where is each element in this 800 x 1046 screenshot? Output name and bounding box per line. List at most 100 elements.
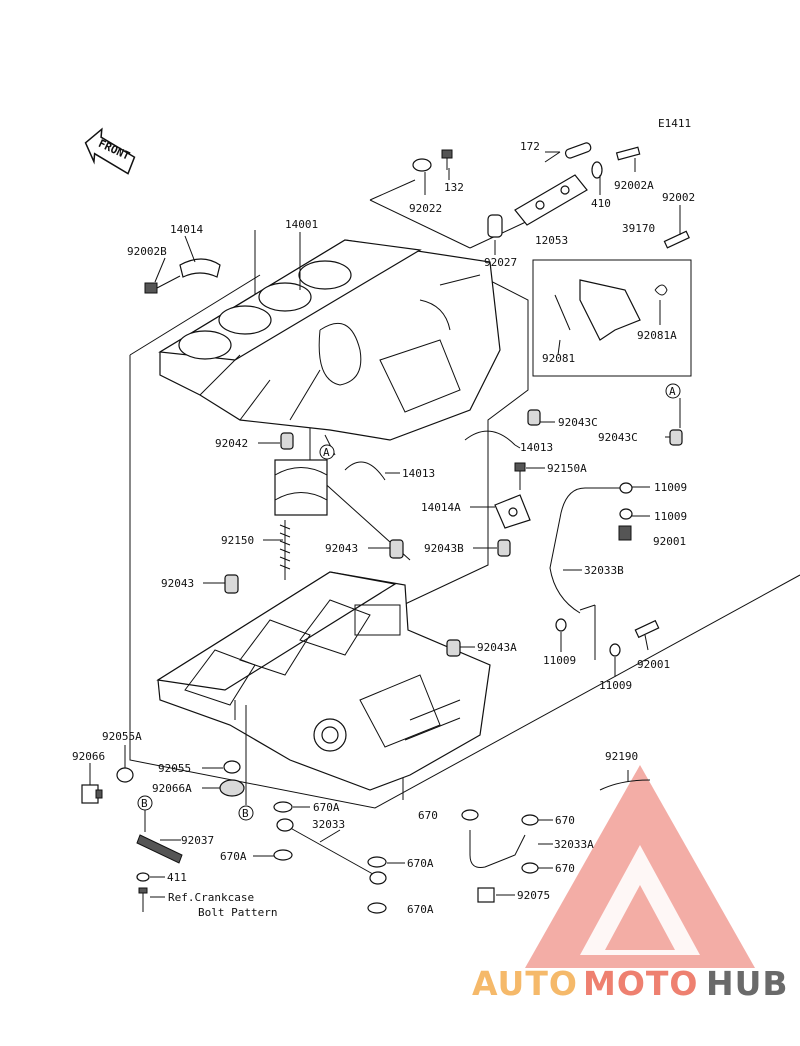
wordmark-hub: HUB — [706, 964, 789, 1003]
plug-92066 — [81, 784, 103, 804]
front-arrow-icon: FRONT — [84, 127, 136, 175]
label-14013-right: 14013 — [520, 441, 553, 454]
dowel-92043A — [446, 639, 461, 657]
label-39170: 39170 — [622, 222, 655, 235]
bolt-ref — [138, 887, 148, 912]
label-14001: 14001 — [285, 218, 318, 231]
label-92043C-a: 92043C — [558, 416, 598, 429]
label-92002A: 92002A — [614, 179, 654, 192]
tensioner-box-39170 — [532, 259, 692, 377]
callout-a-left: A — [319, 444, 335, 460]
clamp-92075 — [477, 887, 495, 903]
oring-670A-d — [367, 902, 387, 914]
label-12053: 12053 — [535, 234, 568, 247]
label-92037: 92037 — [181, 834, 214, 847]
bolt-92150A — [514, 462, 526, 490]
label-670-right-b: 670 — [555, 862, 575, 875]
label-92002: 92002 — [662, 191, 695, 204]
ref-note-line2: Bolt Pattern — [198, 906, 277, 919]
label-670-right-a: 670 — [555, 814, 575, 827]
label-11009-a: 11009 — [654, 481, 687, 494]
label-132: 132 — [444, 181, 464, 194]
hose-92190 — [599, 779, 651, 791]
label-92081A: 92081A — [637, 329, 677, 342]
bearing-insert-block — [274, 459, 328, 516]
bolt-92002 — [663, 230, 690, 249]
oil-pipe-32033 — [276, 818, 387, 885]
bolt-92001-a — [618, 525, 632, 541]
oring-670A-c — [367, 856, 387, 868]
label-92002B: 92002B — [127, 245, 167, 258]
callout-a-left-label: A — [323, 446, 330, 459]
callout-b-left-label: B — [141, 797, 148, 810]
washer-11009-c — [555, 618, 567, 632]
label-92190: 92190 — [605, 750, 638, 763]
oring-92055A — [116, 767, 134, 783]
label-92066A: 92066A — [152, 782, 192, 795]
dowel-92043C-b — [669, 429, 683, 446]
label-92043-left: 92043 — [161, 577, 194, 590]
leader-lines — [89, 151, 681, 898]
shell-14013-a — [344, 461, 386, 481]
label-172: 172 — [520, 140, 540, 153]
shaft-172 — [564, 142, 592, 159]
oring-670-c — [461, 809, 479, 821]
callout-a-top-label: A — [669, 385, 676, 398]
label-14014: 14014 — [170, 223, 203, 236]
washer-411 — [136, 872, 150, 882]
callout-b-lower-label: B — [242, 807, 249, 820]
label-92022: 92022 — [409, 202, 442, 215]
bolt-92001-b — [634, 619, 660, 639]
label-92075: 92075 — [517, 889, 550, 902]
label-32033A: 32033A — [554, 838, 594, 851]
oring-670-a — [521, 814, 539, 826]
label-92042: 92042 — [215, 437, 248, 450]
label-670A-d: 670A — [407, 903, 434, 916]
label-92043C-b: 92043C — [598, 431, 638, 444]
label-410: 410 — [591, 197, 611, 210]
shell-14013-b — [464, 430, 516, 446]
label-92027: 92027 — [484, 256, 517, 269]
oil-pipe-32033A — [469, 830, 526, 868]
callout-a-top: A — [665, 383, 681, 399]
dowel-92043-left — [224, 574, 239, 594]
dowel-92043-mid — [389, 539, 404, 559]
oring-670A-b — [273, 849, 293, 861]
label-14013-left: 14013 — [402, 467, 435, 480]
automotohub-logo — [525, 765, 755, 968]
plate-92037 — [136, 834, 183, 864]
washer-11009-b — [619, 508, 633, 520]
oil-pipe-32033B — [549, 487, 625, 614]
label-670A-c: 670A — [407, 857, 434, 870]
label-670-left: 670 — [418, 809, 438, 822]
bolt-92002B — [144, 275, 181, 294]
oring-670-b — [521, 862, 539, 874]
label-92150: 92150 — [221, 534, 254, 547]
upper-crankcase-14001 — [158, 239, 501, 441]
automotohub-wordmark: AUTO MOTO HUB — [472, 964, 789, 1003]
label-92055: 92055 — [158, 762, 191, 775]
lower-crankcase — [156, 571, 491, 791]
label-92081: 92081 — [542, 352, 575, 365]
dowel-92027 — [487, 214, 503, 238]
label-670A-a: 670A — [313, 801, 340, 814]
label-11009-c: 11009 — [543, 654, 576, 667]
label-32033: 32033 — [312, 818, 345, 831]
cap-14014 — [179, 258, 221, 278]
label-670A-b: 670A — [220, 850, 247, 863]
bolt-132 — [441, 149, 453, 170]
label-92150A: 92150A — [547, 462, 587, 475]
label-92043A: 92043A — [477, 641, 517, 654]
dowel-92043B — [497, 539, 511, 557]
callout-b-lower: B — [238, 805, 254, 821]
dowel-92043C-a — [527, 409, 541, 426]
label-11009-b: 11009 — [654, 510, 687, 523]
part-labels: E1411 172 132 92002A 410 92022 92002 140… — [72, 117, 695, 919]
plug-92066A — [219, 779, 245, 797]
label-92043-mid: 92043 — [325, 542, 358, 555]
label-411: 411 — [167, 871, 187, 884]
label-11009-d: 11009 — [599, 679, 632, 692]
label-92066: 92066 — [72, 750, 105, 763]
oring-92055 — [223, 760, 241, 774]
